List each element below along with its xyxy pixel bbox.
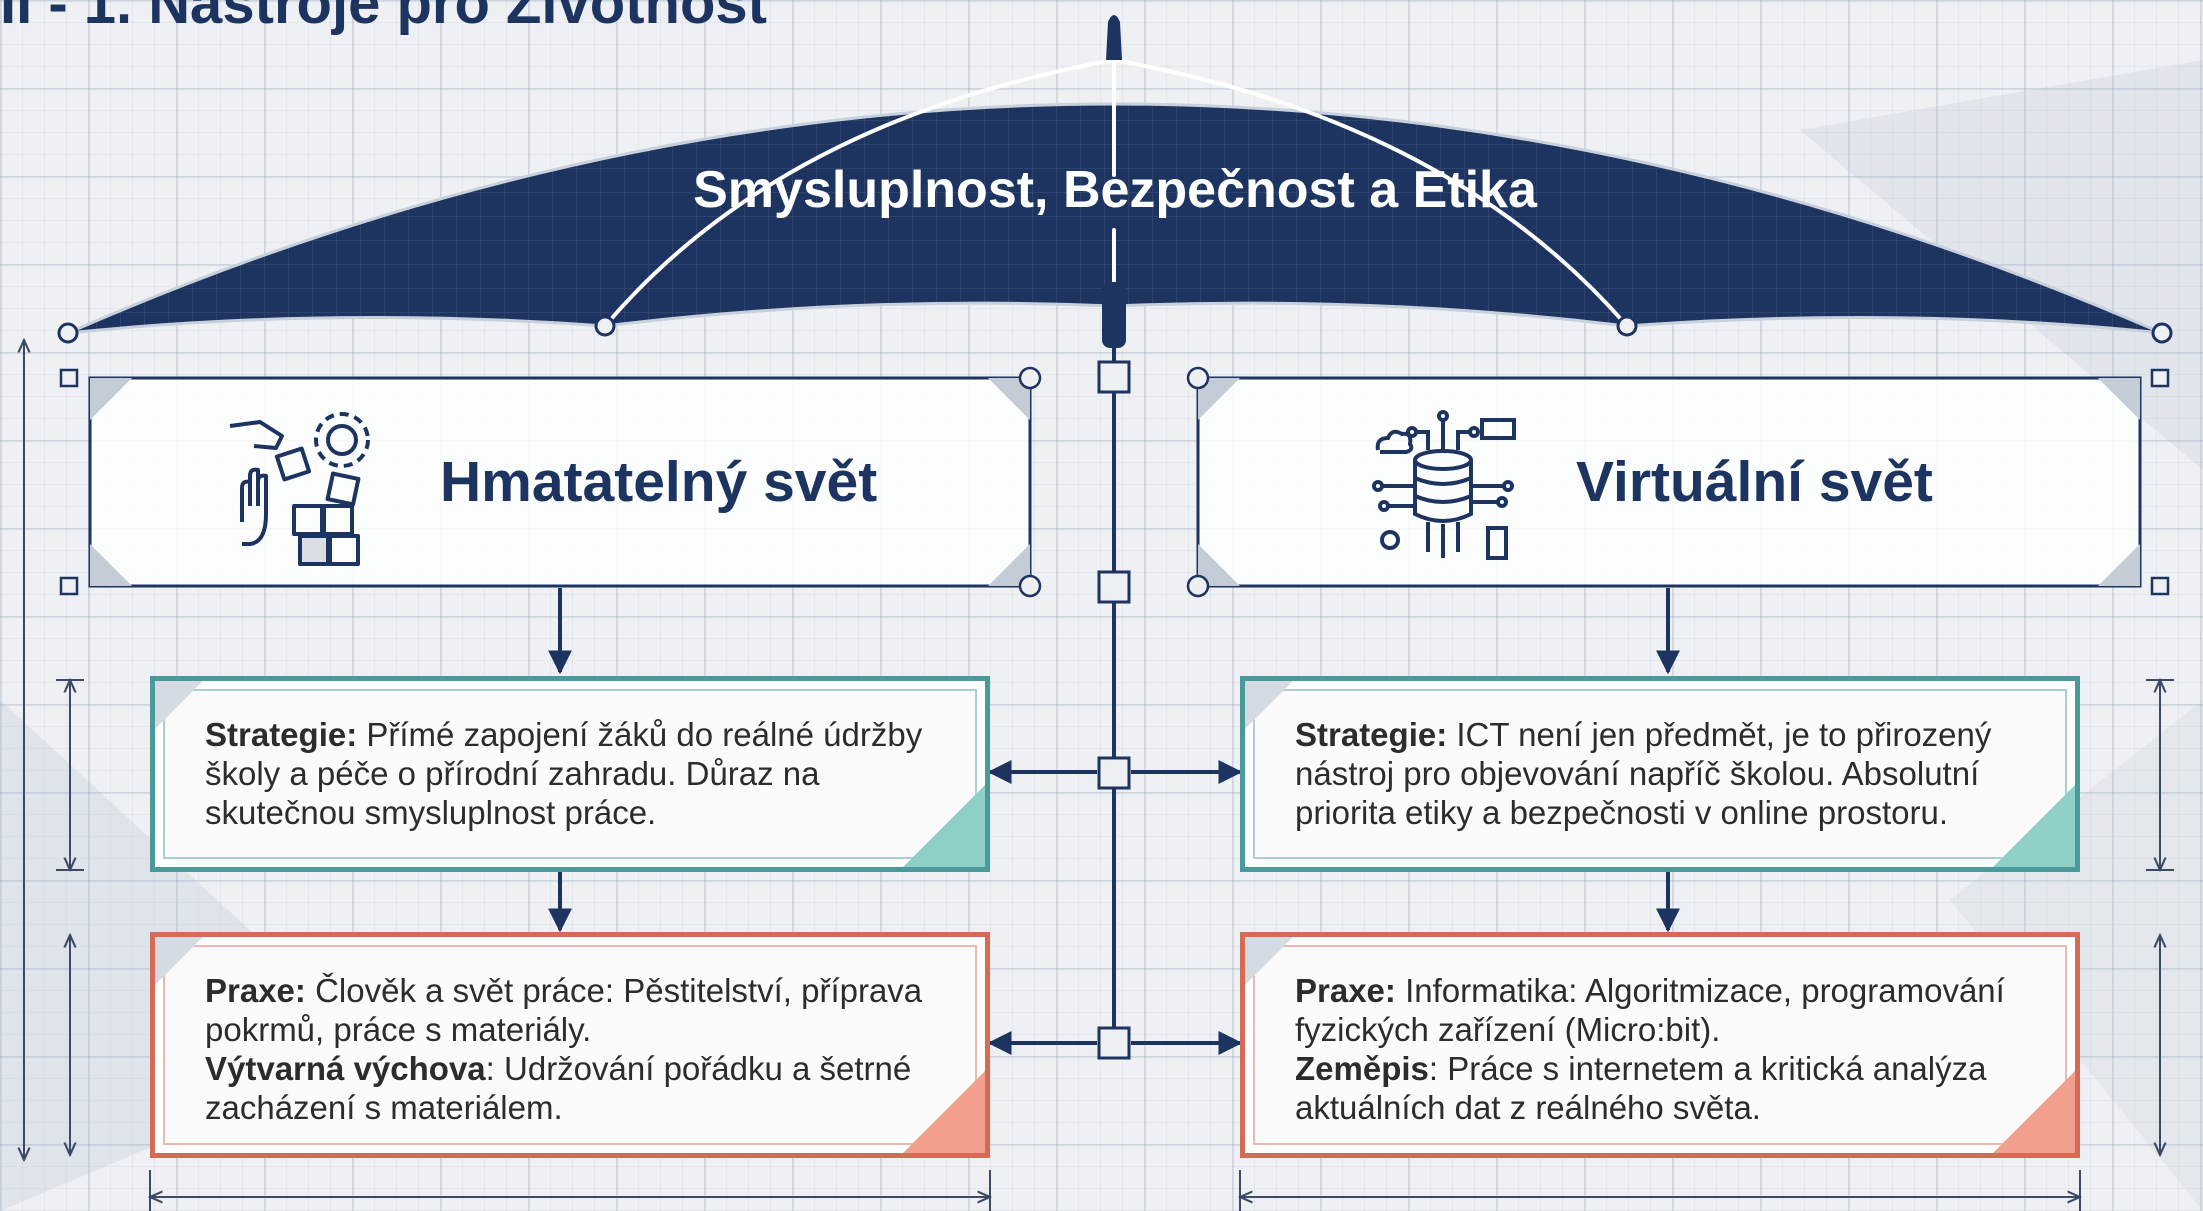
strategy-text-virtual: Strategie: ICT není jen předmět, je to p… <box>1295 715 2051 832</box>
flow-arrows <box>548 588 1680 1055</box>
strategy-description: ICT není jen předmět, je to přirozený ná… <box>1295 716 1992 831</box>
dimension-lines <box>24 340 2174 1211</box>
subject-label: Zeměpis <box>1295 1050 1429 1087</box>
subject-description: : Udržování pořádku a šetrné zacházení s… <box>205 1050 912 1126</box>
umbrella-canopy <box>57 15 2173 344</box>
practice-text-virtual: Praxe: Informatika: Algoritmizace, progr… <box>1295 971 2051 1127</box>
world-header-tangible: Hmatatelný svět <box>90 378 1030 586</box>
practice-description: Informatika: Algoritmizace, programování… <box>1295 972 2005 1048</box>
strategy-description: Přímé zapojení žáků do reálné údržby ško… <box>205 716 923 831</box>
world-header-virtual: Virtuální svět <box>1198 378 2140 586</box>
subject-label: Výtvarná výchova <box>205 1050 486 1087</box>
page-title: II - 1. Nástroje pro Životnost <box>0 0 767 36</box>
strategy-label: Strategie: <box>205 716 358 753</box>
strategy-card-virtual: Strategie: ICT není jen předmět, je to p… <box>1240 676 2080 872</box>
strategy-card-tangible: Strategie: Přímé zapojení žáků do reálné… <box>150 676 990 872</box>
world-title-virtual: Virtuální svět <box>1576 450 1933 514</box>
world-title-tangible: Hmatatelný svět <box>440 450 878 514</box>
practice-label: Praxe: <box>1295 972 1396 1009</box>
practice-description: Člověk a svět práce: Pěstitelství, přípr… <box>205 972 923 1048</box>
world-frames <box>59 366 2170 598</box>
canopy-label: Smysluplnost, Bezpečnost a Etika <box>693 161 1537 219</box>
subject-description: : Práce s internetem a kritická analýza … <box>1295 1050 1987 1126</box>
strategy-text-tangible: Strategie: Přímé zapojení žáků do reálné… <box>205 715 961 832</box>
practice-card-tangible: Praxe: Člověk a svět práce: Pěstitelství… <box>150 932 990 1158</box>
strategy-label: Strategie: <box>1295 716 1448 753</box>
practice-card-virtual: Praxe: Informatika: Algoritmizace, progr… <box>1240 932 2080 1158</box>
database-circuit-icon <box>1372 410 1516 560</box>
practice-text-tangible: Praxe: Člověk a svět práce: Pěstitelství… <box>205 971 961 1127</box>
hands-gears-blocks-icon <box>229 412 370 566</box>
umbrella-shaft <box>1097 282 1131 1060</box>
practice-label: Praxe: <box>205 972 306 1009</box>
